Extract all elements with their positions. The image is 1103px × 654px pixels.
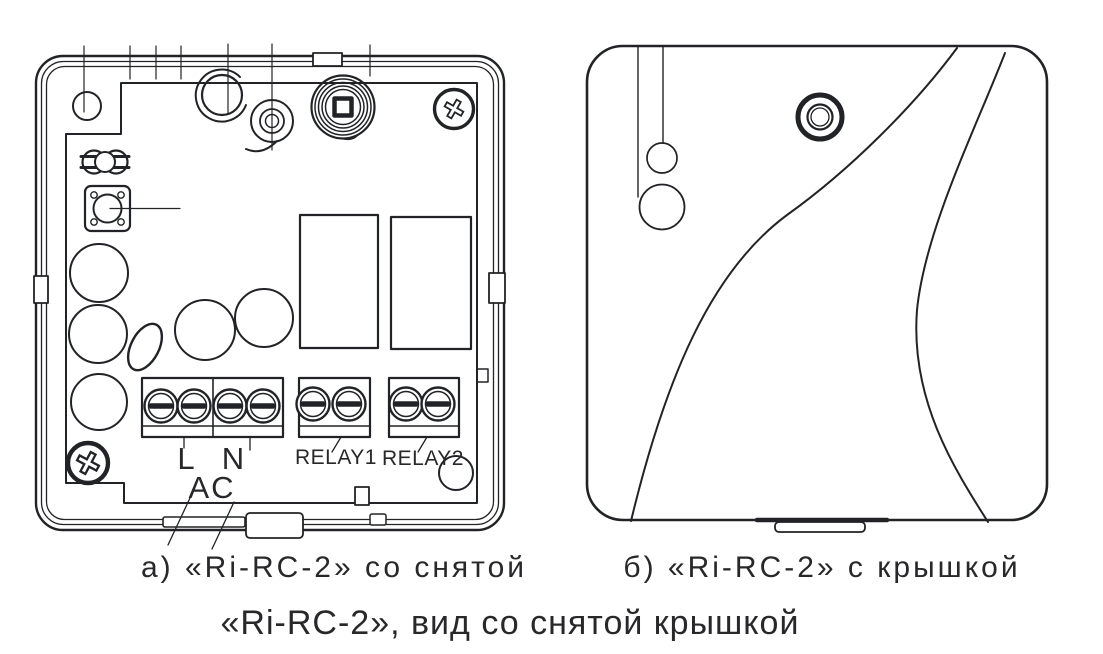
cover-design-curve-right [915, 52, 1006, 523]
terminal-screw [143, 388, 179, 424]
mounting-hole [72, 91, 102, 121]
right-edge-notch [476, 368, 489, 383]
device-cover-view [585, 44, 1049, 533]
terminal-screw [331, 386, 367, 422]
relay2-body [389, 215, 473, 351]
right-edge-tab [488, 272, 506, 304]
callout-ticks [83, 43, 371, 151]
terminal-screw [245, 388, 281, 424]
terminal-screw [295, 386, 331, 422]
terminal-screw [212, 388, 248, 424]
terminal-label-l: L [177, 441, 196, 476]
cover-design-curve-left [630, 47, 958, 522]
antenna-coil [310, 74, 376, 141]
led-ring [795, 92, 845, 142]
caption-cover-view: б) «Ri-RC-2» с крышкой [623, 551, 1020, 584]
mounting-boss [194, 68, 247, 123]
capacitor-circles [68, 243, 294, 431]
terminal-label-ac: AC [188, 470, 235, 505]
terminal-screw [388, 386, 424, 422]
cover-callout-lines [637, 45, 664, 198]
screw-top-right-icon [432, 87, 476, 131]
push-button [83, 184, 181, 233]
pcb-bottom-notch [354, 486, 370, 506]
label-leader-lines [167, 436, 428, 550]
figure-title: «Ri-RC-2», вид со снятой крышкой [221, 604, 800, 642]
bottom-edge-tabs [162, 512, 387, 539]
terminal-screw [420, 386, 456, 422]
device-open-view: L N AC RELAY1 RELAY2 [33, 43, 506, 550]
cover-bottom-latch [754, 517, 890, 533]
caption-open-view: а) «Ri-RC-2» со снятой [141, 551, 527, 584]
terminal-label-relay1: RELAY1 [295, 446, 377, 469]
cover-hole-large [638, 183, 686, 231]
terminal-block-relay1 [295, 376, 372, 439]
concentric-component [245, 99, 294, 153]
bottom-right-hole [438, 455, 474, 491]
terminal-block-relay2 [387, 376, 461, 439]
fuse-component [79, 149, 131, 175]
ellipse-component [126, 322, 164, 372]
terminal-label-n: N [222, 441, 246, 476]
left-edge-tab [33, 275, 49, 304]
screw-bottom-left-icon [65, 440, 111, 486]
terminal-label-relay2: RELAY2 [382, 447, 464, 470]
terminal-screw [176, 388, 212, 424]
cover-hole-small [646, 142, 678, 174]
terminal-block-ac [140, 376, 285, 439]
top-edge-tab [312, 52, 343, 67]
relay1-body [298, 213, 380, 350]
